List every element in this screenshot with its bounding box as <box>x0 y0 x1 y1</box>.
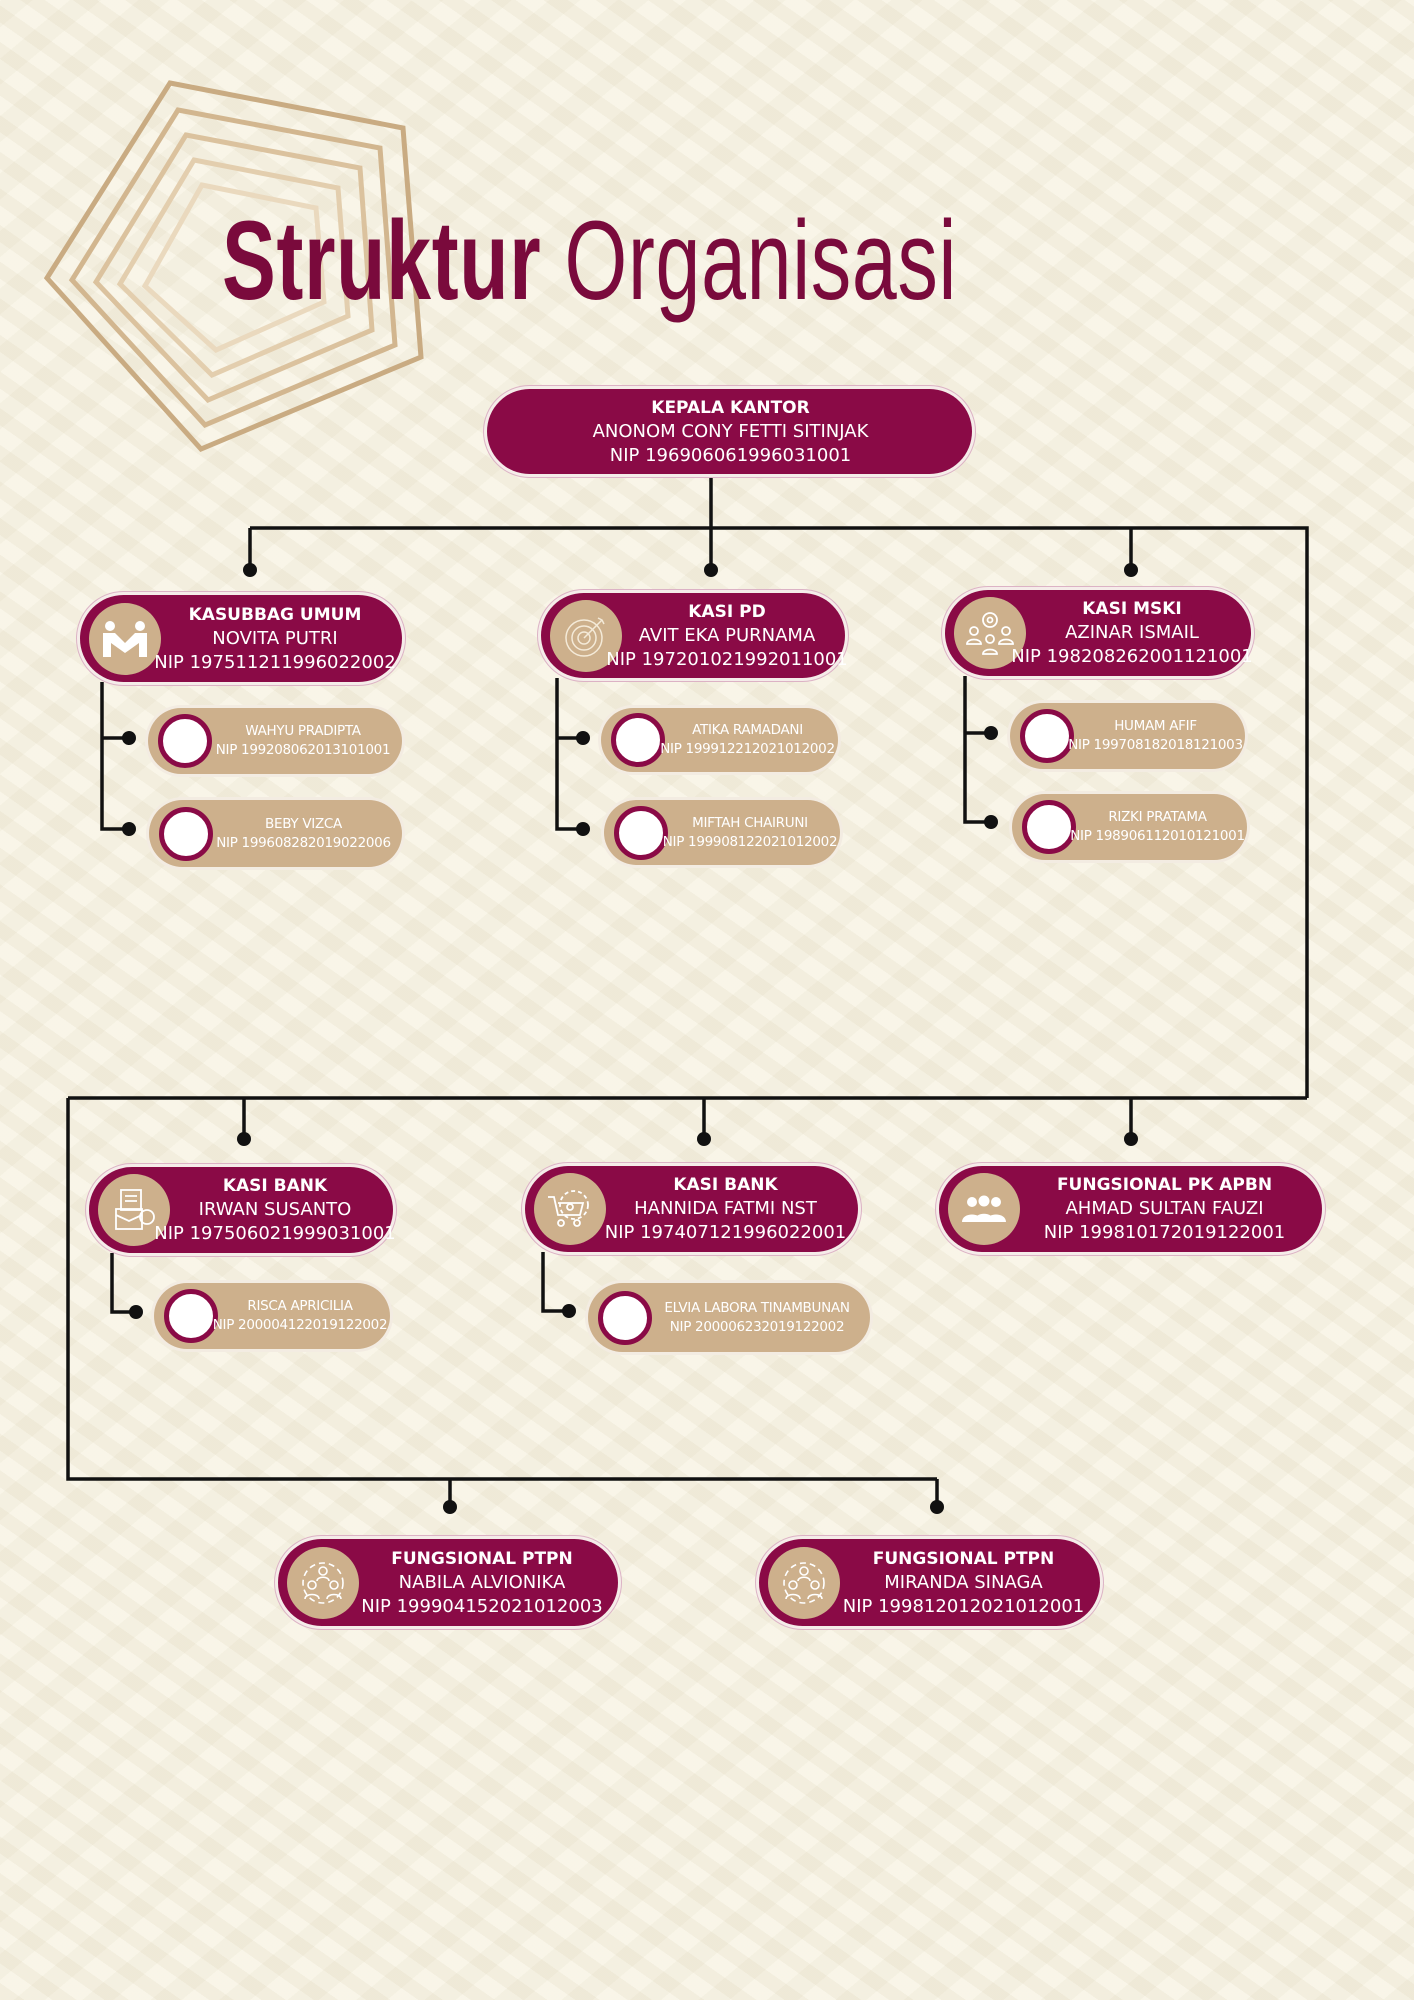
connector-dots <box>122 563 1138 1514</box>
name: MIRANDA SINAGA <box>884 1571 1043 1593</box>
name: HANNIDA FATMI NST <box>634 1198 817 1219</box>
name: ATIKA RAMADANI <box>692 722 803 738</box>
nip: NIP 196906061996031001 <box>609 444 852 466</box>
staff-card: RIZKI PRATAMA NIP 198906112010121001 <box>1012 794 1247 860</box>
name: ANONOM CONY FETTI SITINJAK <box>592 420 869 442</box>
avatar-placeholder <box>598 1290 652 1345</box>
name: AZINAR ISMAIL <box>1065 622 1199 643</box>
nip: NIP 198208262001121001 <box>1011 646 1253 667</box>
nip: NIP 199812012021012001 <box>842 1595 1085 1617</box>
staff-card: HUMAM AFIF NIP 199708182018121003 <box>1010 703 1245 769</box>
role: KASI BANK <box>222 1176 328 1196</box>
nip: NIP 197506021999031001 <box>154 1223 396 1244</box>
role: KASI MSKI <box>1082 599 1182 619</box>
team-gear-icon <box>954 597 1026 669</box>
documents-briefcase-icon <box>98 1174 170 1246</box>
avatar-placeholder <box>1020 709 1074 763</box>
staff-card: RISCA APRICILIA NIP 200004122019122002 <box>154 1283 390 1349</box>
nip: NIP 199908122021012002 <box>662 833 838 850</box>
name: AHMAD SULTAN FAUZI <box>1065 1198 1264 1219</box>
role: FUNGSIONAL PTPN <box>391 1548 573 1569</box>
nip: NIP 199208062013101001 <box>215 742 391 758</box>
people-network-icon <box>768 1546 840 1619</box>
nip: NIP 198906112010121001 <box>1070 828 1245 844</box>
name: HUMAM AFIF <box>1114 718 1197 734</box>
name: RIZKI PRATAMA <box>1108 809 1207 825</box>
unit-card-kasi-mski: KASI MSKI AZINAR ISMAIL NIP 19820826200112… <box>945 590 1253 676</box>
nip: NIP 197511211996022002 <box>154 651 396 673</box>
staff-card: BEBY VIZCA NIP 199608282019022006 <box>149 800 402 867</box>
nip: NIP 199810172019122001 <box>1043 1222 1286 1243</box>
avatar-placeholder <box>614 805 668 860</box>
role: KASI BANK <box>673 1175 778 1195</box>
connector-lines <box>66 474 1309 1507</box>
name: ELVIA LABORA TINAMBUNAN <box>664 1299 850 1316</box>
group-icon <box>948 1173 1020 1245</box>
title-bold: Struktur <box>222 198 542 323</box>
nip: NIP 197407121996022001 <box>604 1222 847 1243</box>
nip: NIP 200004122019122002 <box>212 1317 388 1333</box>
name: IRWAN SUSANTO <box>198 1199 352 1220</box>
name: RISCA APRICILIA <box>247 1298 353 1314</box>
nip: NIP 200006232019122002 <box>669 1318 845 1335</box>
page-title: Struktur Organisasi <box>222 196 957 325</box>
nip: NIP 199904152021012003 <box>361 1595 603 1617</box>
role: KASI PD <box>688 601 766 622</box>
name: NOVITA PUTRI <box>212 627 338 649</box>
nip: NIP 197201021992011001 <box>606 648 848 670</box>
name: NABILA ALVIONIKA <box>398 1571 566 1593</box>
role: KEPALA KANTOR <box>651 397 810 418</box>
name: WAHYU PRADIPTA <box>245 723 361 739</box>
name: AVIT EKA PURNAMA <box>638 624 816 646</box>
nip: NIP 199608282019022006 <box>216 834 391 851</box>
staff-card: ATIKA RAMADANI NIP 199912212021012002 <box>601 708 838 772</box>
target-icon <box>550 599 622 672</box>
cart-gear-icon <box>534 1173 606 1245</box>
avatar-placeholder <box>159 806 213 861</box>
unit-card-kasi-bank-2: KASI BANK HANNIDA FATMI NST NIP 1974071219… <box>525 1166 858 1252</box>
nip: NIP 199708182018121003 <box>1068 737 1243 753</box>
avatar-placeholder <box>611 713 665 767</box>
role: KASUBBAG UMUM <box>188 604 362 625</box>
role: FUNGSIONAL PTPN <box>872 1548 1055 1569</box>
handshake-icon <box>89 602 161 675</box>
staff-card: ELVIA LABORA TINAMBUNAN NIP 2000062320191… <box>588 1283 870 1352</box>
role: FUNGSIONAL PK APBN <box>1056 1175 1273 1195</box>
pentagon-logo-decoration <box>43 80 424 452</box>
avatar-placeholder <box>164 1289 218 1343</box>
name: MIFTAH CHAIRUNI <box>692 814 808 831</box>
avatar-placeholder <box>1022 800 1076 854</box>
unit-card-kasi-bank-1: KASI BANK IRWAN SUSANTO NIP 19750602199903… <box>89 1167 396 1253</box>
staff-card: MIFTAH CHAIRUNI NIP 199908122021012002 <box>604 800 840 865</box>
staff-card: WAHYU PRADIPTA NIP 199208062013101001 <box>148 708 402 774</box>
name: BEBY VIZCA <box>265 815 342 832</box>
title-regular: Organisasi <box>564 198 958 323</box>
avatar-placeholder <box>158 714 212 768</box>
people-network-icon <box>287 1546 359 1619</box>
unit-card-fungsional-pk-apbn: FUNGSIONAL PK APBN AHMAD SULTAN FAUZI NIP … <box>939 1166 1322 1252</box>
nip: NIP 199912212021012002 <box>660 741 835 757</box>
